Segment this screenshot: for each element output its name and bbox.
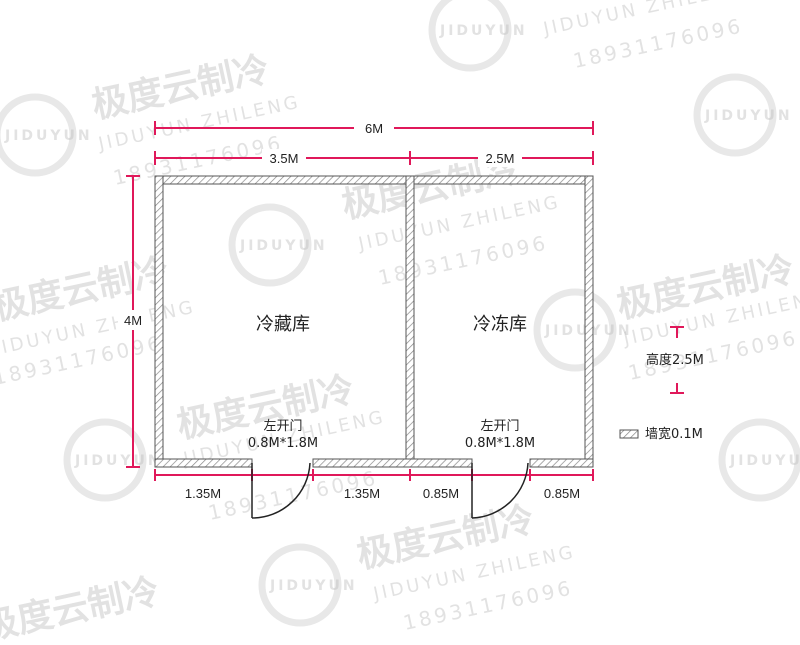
door-right-label: 左开门 [480,419,519,434]
watermark-logo-icon: JIDUYUN [693,73,793,157]
door-left-icon [251,462,311,519]
wall-bottom-3 [529,458,594,468]
watermark-logo-text: JIDUYUN [439,23,528,39]
walls [154,175,594,468]
watermark-logo-icon: JIDUYUN [428,0,528,72]
wall-right [584,175,594,468]
dim-seg-4: 0.85M [544,486,580,501]
wall-left [154,175,164,468]
legend-height-icon [670,326,684,394]
watermark-logo-text: JIDUYUN [729,453,800,469]
room-right-name: 冷冻库 [473,314,527,335]
dim-total-width: 6M [365,121,383,136]
door-right-icon [471,462,529,519]
watermark-logo-icon: JIDUYUN [0,93,93,177]
legend-height-label: 高度2.5M [646,352,704,368]
watermark-logo-text: JIDUYUN [704,108,793,124]
watermark-logo-text: JIDUYUN [239,238,328,254]
door-right-size: 0.8M*1.8M [465,436,535,451]
door-left-size: 0.8M*1.8M [248,436,318,451]
dim-seg-3: 0.85M [423,486,459,501]
dim-seg-1: 1.35M [185,486,221,501]
watermark-logo-icon: JIDUYUN [63,418,163,502]
legend-wall-icon [619,429,639,439]
wall-top [154,175,594,185]
wall-middle [405,175,415,468]
dim-right-width: 2.5M [486,151,515,166]
wall-bottom-1 [154,458,253,468]
watermark-logo-icon: JIDUYUN [718,418,800,502]
dim-seg-2: 1.35M [344,486,380,501]
watermark-logo-icon: JIDUYUN [228,203,328,287]
watermark-brand-cn: 极度云制冷 [0,571,163,645]
watermark-logo-text: JIDUYUN [4,128,93,144]
room-left-name: 冷藏库 [256,314,310,335]
dim-left-width: 3.5M [270,151,299,166]
door-left-label: 左开门 [263,419,302,434]
wall-bottom-2 [312,458,473,468]
legend-wall-label: 墙宽0.1M [645,426,703,442]
dim-height: 4M [124,313,142,328]
watermark-logo-text: JIDUYUN [269,578,358,594]
watermark-logo-text: JIDUYUN [74,453,163,469]
watermark-logo-icon: JIDUYUN [258,543,358,627]
